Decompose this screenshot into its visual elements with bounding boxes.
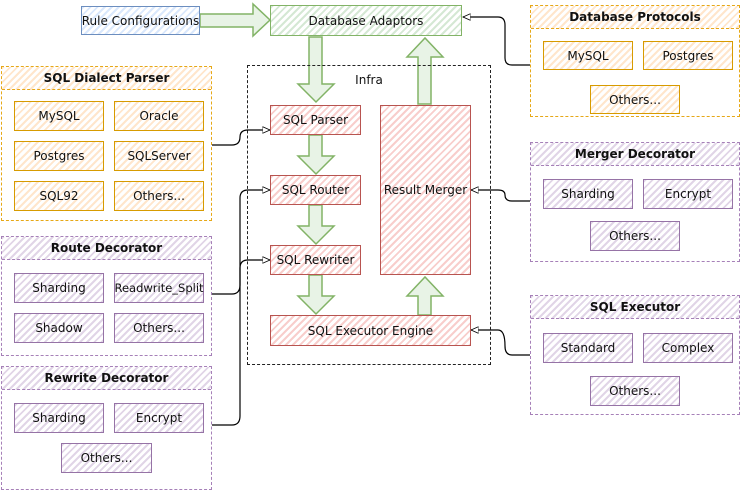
dialect-item: Others... <box>114 181 204 211</box>
route-item: Shadow <box>14 313 104 343</box>
sql-executor-engine-box: SQL Executor Engine <box>270 315 471 346</box>
database-adaptors-box: Database Adaptors <box>270 5 462 36</box>
rewrite-decorator-group: Rewrite Decorator Sharding Encrypt Other… <box>1 366 212 490</box>
executor-item: Others... <box>590 376 680 406</box>
sql-executor-engine-label: SQL Executor Engine <box>307 323 434 338</box>
rewrite-item: Sharding <box>14 403 104 433</box>
dialect-item: SQL92 <box>14 181 104 211</box>
protocol-item: Postgres <box>643 41 733 70</box>
sql-parser-box: SQL Parser <box>270 105 361 135</box>
sql-parser-label: SQL Parser <box>282 113 349 127</box>
sql-rewriter-label: SQL Rewriter <box>276 253 355 267</box>
dialect-item: MySQL <box>14 101 104 131</box>
dialect-item: Oracle <box>114 101 204 131</box>
line-protocols-to-adaptors <box>463 17 530 66</box>
sql-executor-group: SQL Executor Standard Complex Others... <box>530 295 740 415</box>
merger-item: Sharding <box>543 179 633 209</box>
executor-item: Standard <box>543 333 633 363</box>
executor-item: Complex <box>643 333 733 363</box>
database-adaptors-label: Database Adaptors <box>308 13 424 28</box>
merger-item: Encrypt <box>643 179 733 209</box>
rewrite-decorator-title: Rewrite Decorator <box>2 367 211 390</box>
route-item: Sharding <box>14 273 104 303</box>
result-merger-box: Result Merger <box>380 105 471 275</box>
sql-dialect-parser-title: SQL Dialect Parser <box>2 67 211 90</box>
infra-title: Infra <box>355 73 383 87</box>
sql-router-box: SQL Router <box>270 175 361 205</box>
infra-container: Infra <box>247 65 491 365</box>
route-item: Readwrite_Split <box>114 273 204 303</box>
rule-configurations-box: Rule Configurations <box>81 6 200 35</box>
route-decorator-title: Route Decorator <box>2 237 211 260</box>
rule-configurations-label: Rule Configurations <box>81 13 200 28</box>
database-protocols-group: Database Protocols MySQL Postgres Others… <box>530 5 740 117</box>
sql-router-label: SQL Router <box>281 183 350 197</box>
rewrite-item: Others... <box>61 443 152 473</box>
result-merger-label: Result Merger <box>383 183 468 197</box>
arrow-rules-to-adaptors <box>199 2 272 38</box>
merger-decorator-group: Merger Decorator Sharding Encrypt Others… <box>530 142 740 262</box>
dialect-item: SQLServer <box>114 141 204 171</box>
rewrite-item: Encrypt <box>114 403 204 433</box>
merger-decorator-title: Merger Decorator <box>531 143 739 166</box>
route-decorator-group: Route Decorator Sharding Readwrite_Split… <box>1 236 212 356</box>
sql-executor-title: SQL Executor <box>531 296 739 319</box>
sql-dialect-parser-group: SQL Dialect Parser MySQL Oracle Postgres… <box>1 66 212 221</box>
protocol-item: MySQL <box>543 41 633 70</box>
sql-rewriter-box: SQL Rewriter <box>270 245 361 275</box>
database-protocols-title: Database Protocols <box>531 6 739 29</box>
merger-item: Others... <box>590 221 680 251</box>
route-item: Others... <box>114 313 204 343</box>
dialect-item: Postgres <box>14 141 104 171</box>
protocol-item: Others... <box>590 85 680 114</box>
